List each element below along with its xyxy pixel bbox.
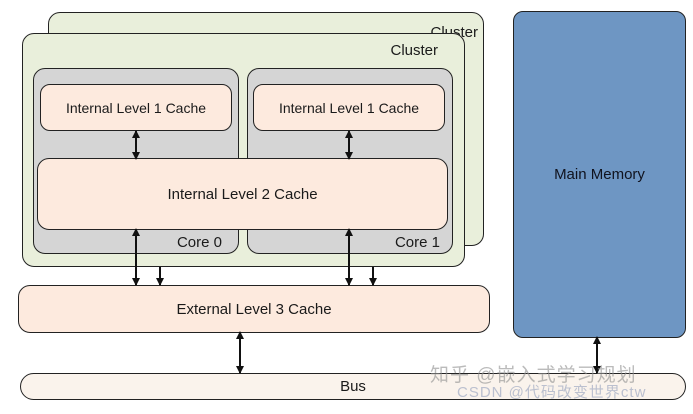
- l3-cache: External Level 3 Cache: [18, 285, 490, 333]
- l2-cache: Internal Level 2 Cache: [37, 158, 448, 230]
- arrow-l2-l3-core1: [345, 228, 353, 286]
- arrow-l1-l2-core0: [132, 130, 140, 160]
- bus-box: Bus: [20, 373, 686, 400]
- core0-label: Core 0: [176, 234, 222, 251]
- l1-cache-core1: Internal Level 1 Cache: [253, 84, 445, 131]
- arrow-l3-bus: [236, 331, 244, 374]
- arrow-memory-bus: [593, 336, 601, 374]
- l1-cache-core0: Internal Level 1 Cache: [40, 84, 232, 131]
- arrow-backcluster-l3-right: [369, 267, 377, 286]
- cluster-front-label: Cluster: [390, 42, 438, 59]
- arrow-backcluster-l3-left: [156, 267, 164, 286]
- core1-label: Core 1: [394, 234, 440, 251]
- main-memory-box: Main Memory: [513, 11, 686, 338]
- arrow-l2-l3-core0: [132, 228, 140, 286]
- arrow-l1-l2-core1: [345, 130, 353, 160]
